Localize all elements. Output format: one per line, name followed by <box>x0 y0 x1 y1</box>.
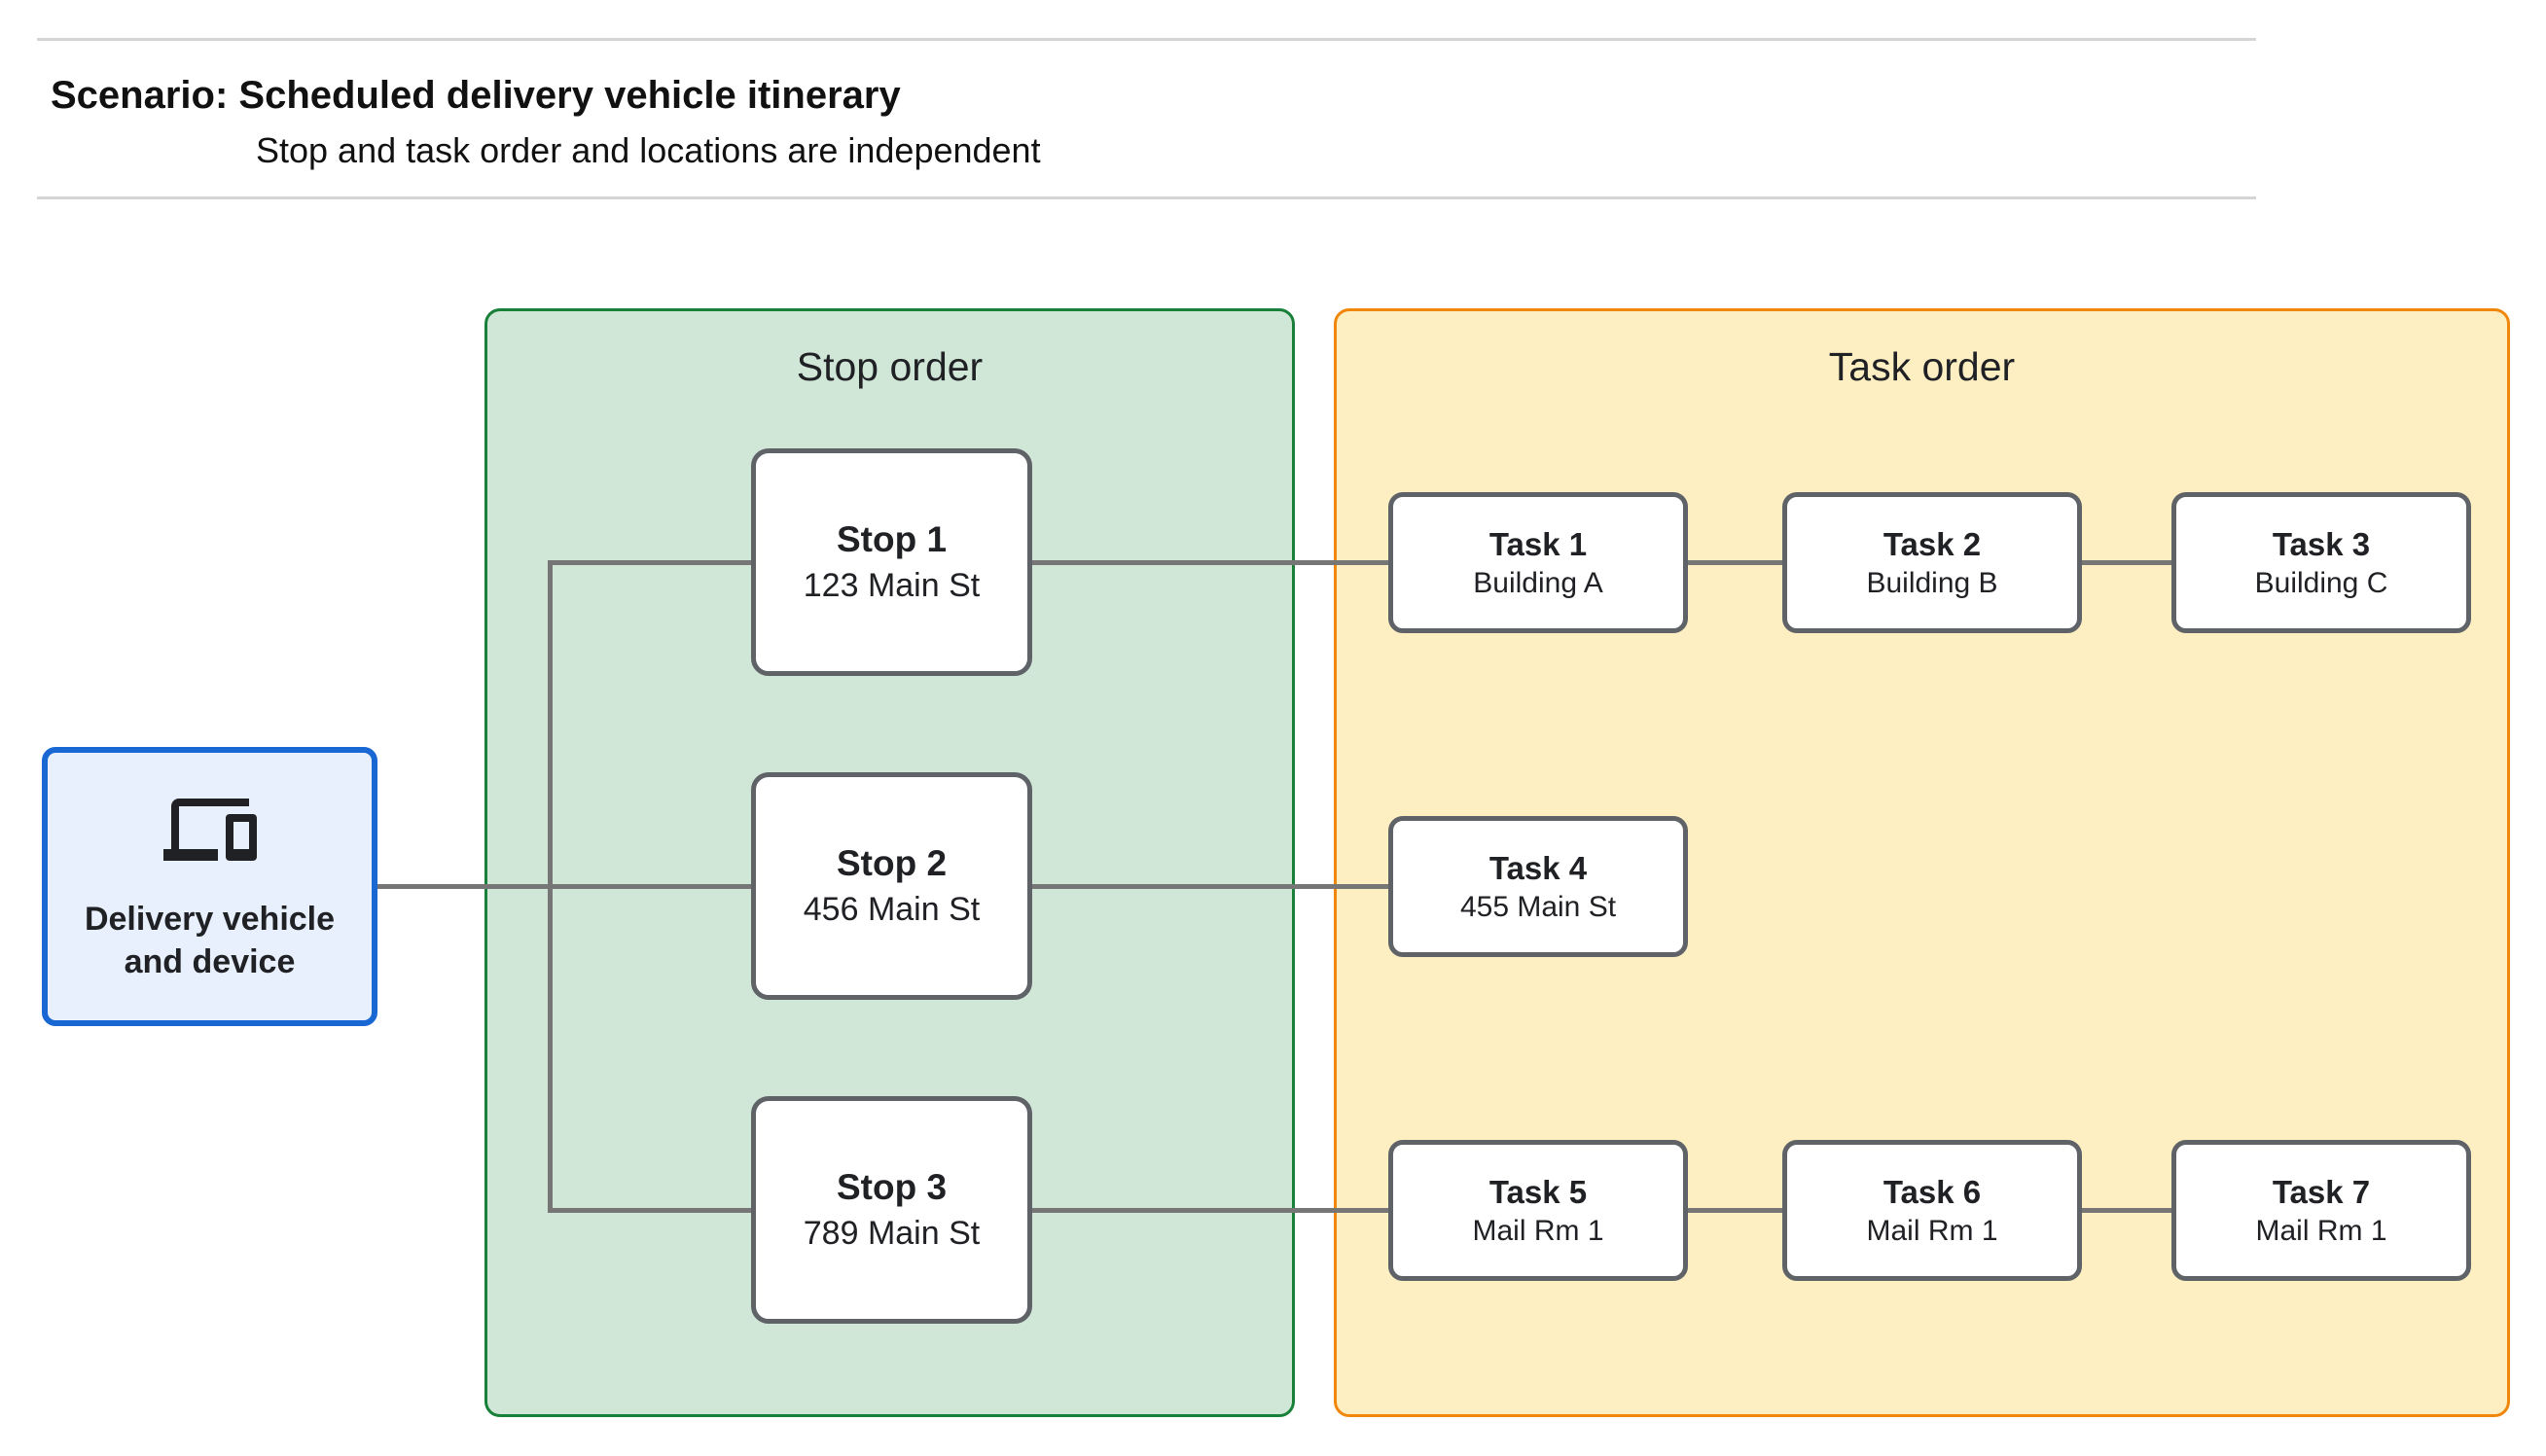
task-box-4: Task 4 455 Main St <box>1388 816 1688 957</box>
task-location: Building B <box>1866 566 1998 599</box>
task-title: Task 4 <box>1488 849 1588 886</box>
stop-location: 789 Main St <box>803 1215 981 1252</box>
task-location: 455 Main St <box>1459 890 1617 923</box>
task-location: Mail Rm 1 <box>1866 1214 1998 1247</box>
stop-box-2: Stop 2 456 Main St <box>751 772 1032 1000</box>
task-box-3: Task 3 Building C <box>2171 492 2471 633</box>
task-box-5: Task 5 Mail Rm 1 <box>1388 1140 1688 1281</box>
task-box-6: Task 6 Mail Rm 1 <box>1782 1140 2082 1281</box>
task-location: Mail Rm 1 <box>2255 1214 2387 1247</box>
stop-title: Stop 3 <box>836 1167 948 1207</box>
connector-trunk <box>548 560 553 1213</box>
task-title: Task 2 <box>1883 525 1982 562</box>
task-box-1: Task 1 Building A <box>1388 492 1688 633</box>
stop-title: Stop 1 <box>836 519 948 559</box>
stop-title: Stop 2 <box>836 843 948 883</box>
task-box-2: Task 2 Building B <box>1782 492 2082 633</box>
stop-box-3: Stop 3 789 Main St <box>751 1096 1032 1324</box>
page-title: Scenario: Scheduled delivery vehicle iti… <box>51 74 901 117</box>
bottom-divider <box>37 196 2256 199</box>
task-box-7: Task 7 Mail Rm 1 <box>2171 1140 2471 1281</box>
top-divider <box>37 38 2256 41</box>
stop-location: 456 Main St <box>803 891 981 928</box>
task-title: Task 1 <box>1488 525 1588 562</box>
task-location: Building C <box>2254 566 2388 599</box>
stop-box-1: Stop 1 123 Main St <box>751 448 1032 676</box>
stop-order-panel-title: Stop order <box>796 344 984 389</box>
page-subtitle: Stop and task order and locations are in… <box>256 130 1041 170</box>
devices-icon <box>162 798 257 861</box>
stop-location: 123 Main St <box>803 567 981 604</box>
task-title: Task 6 <box>1883 1173 1982 1210</box>
task-order-panel-title: Task order <box>1828 344 2016 389</box>
task-location: Building A <box>1473 566 1603 599</box>
task-title: Task 7 <box>2272 1173 2371 1210</box>
task-title: Task 3 <box>2272 525 2371 562</box>
task-location: Mail Rm 1 <box>1472 1214 1604 1247</box>
task-title: Task 5 <box>1488 1173 1588 1210</box>
delivery-vehicle-label: Delivery vehicle and device <box>84 900 336 980</box>
delivery-vehicle-box: Delivery vehicle and device <box>42 747 377 1026</box>
